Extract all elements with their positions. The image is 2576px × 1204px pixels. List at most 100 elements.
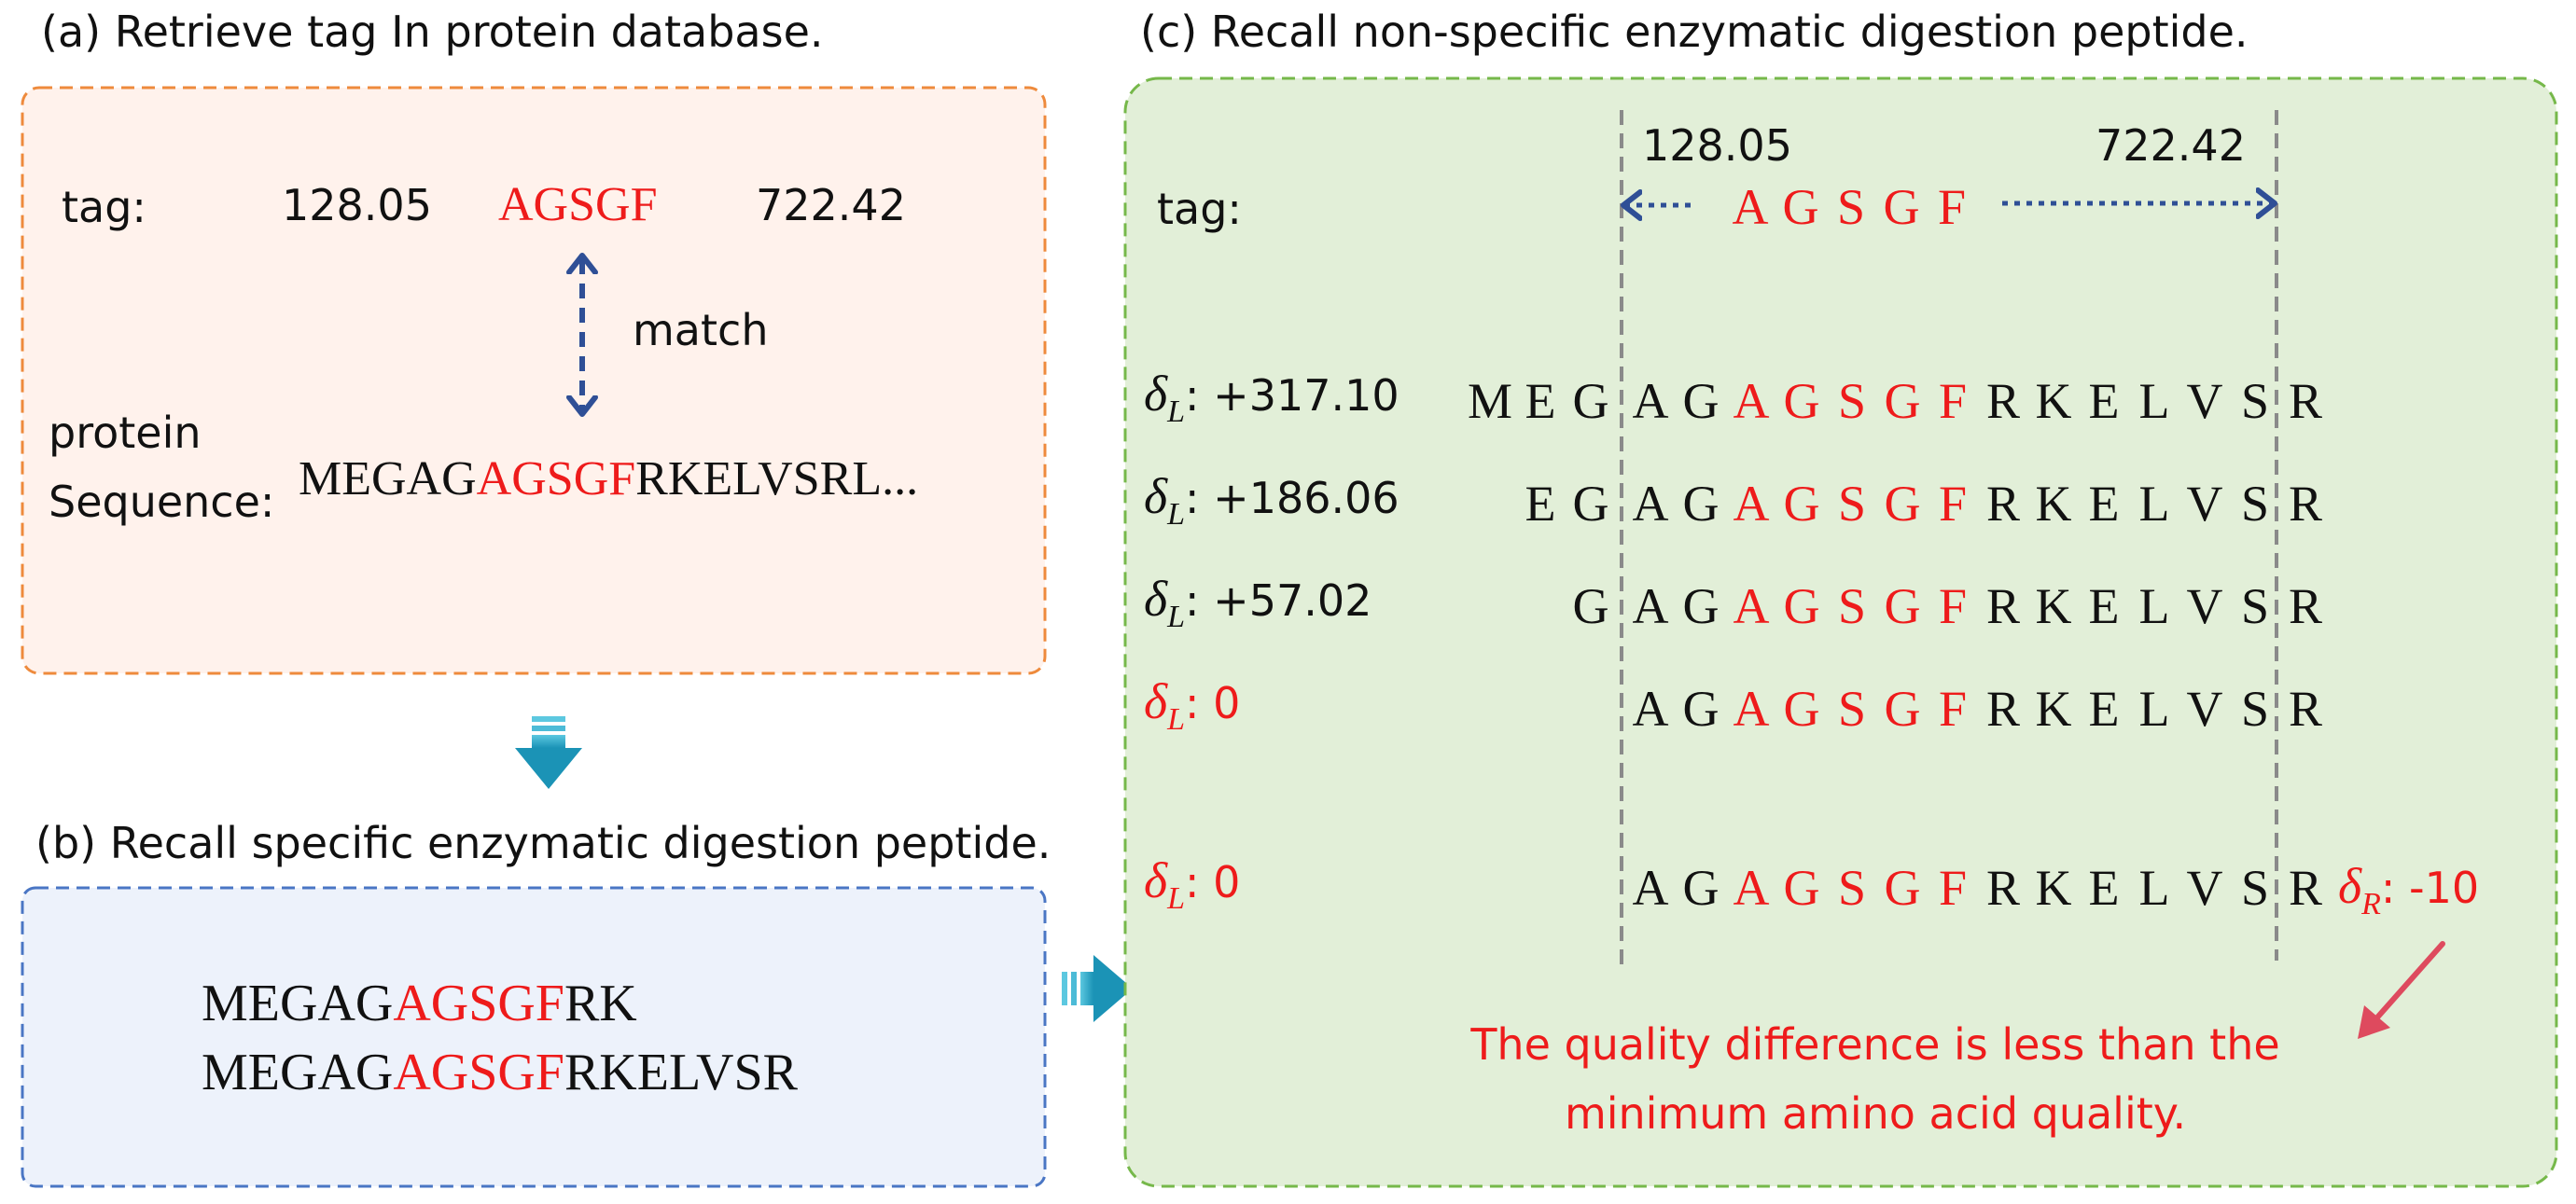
core-letter: V [2187, 578, 2223, 634]
tag-letter: A [1734, 681, 1770, 737]
panel-a-tag-left-mass: 128.05 [282, 180, 432, 230]
core-letter: R [2289, 476, 2322, 532]
core-letter: R [2289, 860, 2322, 916]
prefix-letter: G [1573, 373, 1609, 429]
tag-letter: G [1885, 860, 1921, 916]
pointer-arrow [2367, 941, 2445, 1029]
core-letter: A [1633, 681, 1669, 737]
panel-a-tag-seq: AGSGF [498, 178, 658, 231]
delta-right-label: δR: -10 [2338, 858, 2479, 921]
core-letter: L [2139, 681, 2170, 737]
tag-letter: A [1734, 476, 1770, 532]
prefix-letter: M [1468, 373, 1512, 429]
core-letter: V [2187, 860, 2223, 916]
tag-letter: A [1734, 578, 1770, 634]
core-letter: K [2036, 578, 2072, 634]
core-letter: R [1986, 578, 2020, 634]
prefix-letter: E [1525, 476, 1556, 532]
protein-label: protein [49, 408, 202, 458]
core-letter: K [2036, 373, 2072, 429]
panel-c-tag-label: tag: [1157, 184, 1242, 234]
panel-a-tag-label: tag: [62, 182, 146, 232]
tag-letter: S [1837, 179, 1865, 235]
core-letter: A [1633, 860, 1669, 916]
core-letter: L [2139, 373, 2170, 429]
panel-c-left-mass: 128.05 [1642, 120, 1792, 171]
core-letter: R [2289, 681, 2322, 737]
note-line-2: minimum amino acid quality. [1565, 1088, 2186, 1139]
prefix-letter: G [1573, 476, 1609, 532]
tag-letter: F [1939, 373, 1967, 429]
panel-a-box [21, 86, 1047, 675]
core-letter: G [1683, 578, 1720, 634]
tag-letter: A [1733, 179, 1769, 235]
core-letter: L [2139, 476, 2170, 532]
peptide-2: MEGAGAGSGFRKELVSR [202, 1044, 799, 1101]
delta-left-label: δL: +317.10 [1144, 366, 1399, 429]
panel-c-title: (c) Recall non-specific enzymatic digest… [1140, 7, 2249, 57]
core-letter: R [1986, 860, 2020, 916]
tag-letter: G [1784, 860, 1820, 916]
flow-arrow-right [1062, 955, 1133, 1022]
tag-letter: S [1838, 476, 1866, 532]
tag-letter: G [1885, 681, 1921, 737]
tag-letter: F [1939, 860, 1967, 916]
core-letter: R [2289, 578, 2322, 634]
panel-a-tag-right-mass: 722.42 [756, 180, 906, 230]
peptide-1: MEGAGAGSGFRK [202, 975, 637, 1032]
tag-letter: G [1784, 681, 1820, 737]
flow-arrow-down [515, 716, 582, 789]
tag-letter: A [1734, 373, 1770, 429]
tag-letter: G [1784, 373, 1820, 429]
delta-left-label: δL: +57.02 [1144, 571, 1372, 634]
core-letter: A [1633, 373, 1669, 429]
core-letter: V [2187, 373, 2223, 429]
core-letter: S [2241, 578, 2269, 634]
core-letter: G [1683, 681, 1720, 737]
core-letter: G [1683, 373, 1720, 429]
panel-b-title: (b) Recall specific enzymatic digestion … [35, 818, 1051, 868]
note-line-1: The quality difference is less than the [1469, 1019, 2279, 1070]
tag-letter: F [1939, 476, 1967, 532]
core-letter: G [1683, 476, 1720, 532]
core-letter: A [1633, 578, 1669, 634]
panel-b-box [21, 886, 1047, 1188]
core-letter: S [2241, 860, 2269, 916]
core-letter: S [2241, 373, 2269, 429]
core-letter: R [2289, 373, 2322, 429]
tag-letter: F [1939, 578, 1967, 634]
panel-c-box [1123, 76, 2558, 1188]
core-letter: E [2089, 476, 2120, 532]
tag-letter: G [1784, 476, 1820, 532]
core-letter: E [2089, 681, 2120, 737]
tag-letter: G [1885, 578, 1921, 634]
core-letter: E [2089, 578, 2120, 634]
core-letter: L [2139, 578, 2170, 634]
core-letter: R [1986, 373, 2020, 429]
pointer-arrow-head [2358, 1005, 2390, 1039]
tag-letter: G [1784, 578, 1820, 634]
core-letter: A [1633, 476, 1669, 532]
match-label: match [633, 305, 768, 355]
delta-left-label: δL: +186.06 [1144, 468, 1399, 532]
delta-left-label: δL: 0 [1144, 852, 1240, 916]
tag-letter: F [1938, 179, 1966, 235]
core-letter: E [2089, 860, 2120, 916]
core-letter: E [2089, 373, 2120, 429]
core-letter: R [1986, 681, 2020, 737]
core-letter: K [2036, 476, 2072, 532]
tag-letter: S [1838, 373, 1866, 429]
protein-seq-suffix: RKELVSRL... [635, 452, 918, 505]
sequence-label: Sequence: [49, 477, 274, 527]
tag-letter: S [1838, 578, 1866, 634]
protein-seq-tag: AGSGF [477, 452, 636, 505]
tag-letter: G [1884, 179, 1920, 235]
tag-letter: G [1783, 179, 1819, 235]
core-letter: V [2187, 681, 2223, 737]
